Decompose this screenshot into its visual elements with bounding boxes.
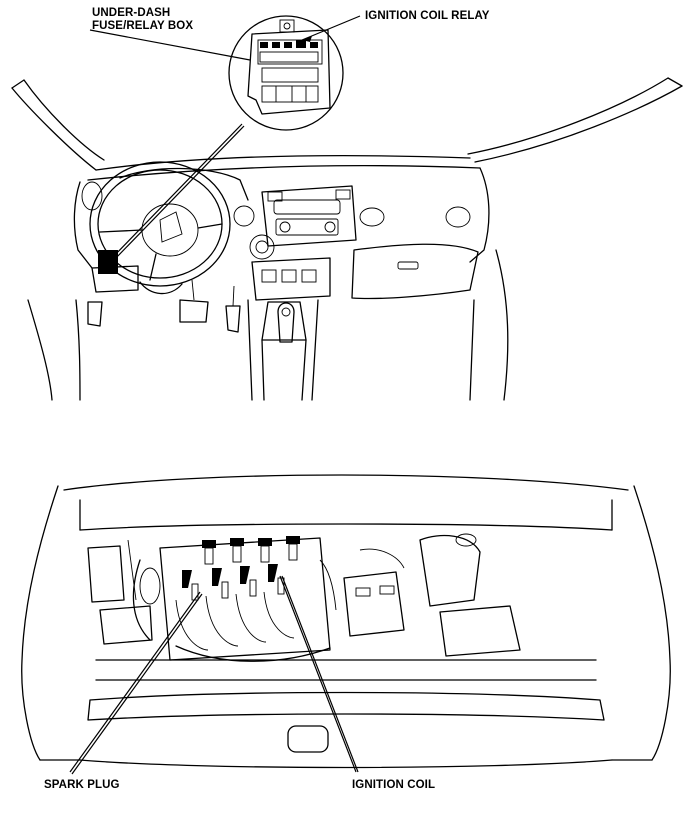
fuse-relay-box-inset	[228, 15, 344, 131]
spark-plug-label: SPARK PLUG	[44, 779, 120, 791]
ignition-coil-label: IGNITION COIL	[352, 779, 436, 791]
bottom-leader-lines	[69, 575, 359, 775]
dashboard-illustration	[11, 77, 683, 401]
under-dash-label-line1: UNDER-DASH	[92, 7, 171, 19]
ignition-coil-relay-label: IGNITION COIL RELAY	[365, 10, 490, 22]
top-leader-lines	[89, 15, 361, 261]
under-dash-label-line2: FUSE/RELAY BOX	[92, 20, 194, 32]
engine-bay-illustration	[21, 474, 671, 769]
